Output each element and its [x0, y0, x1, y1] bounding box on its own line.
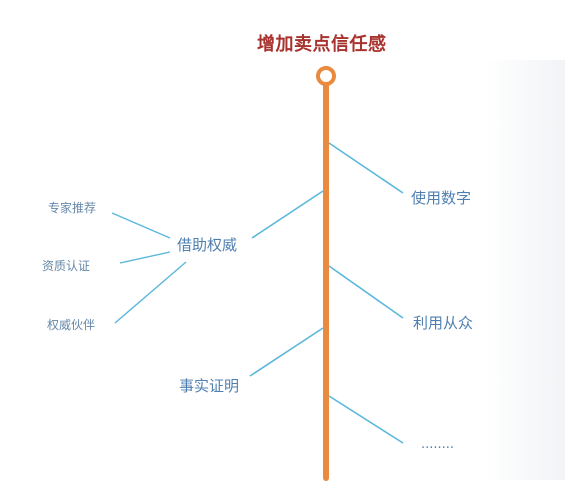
branch-line-herd [328, 265, 404, 319]
sub-label-qualification: 资质认证 [42, 259, 91, 273]
sub-label-partner: 权威伙伴 [47, 318, 96, 332]
branch-line-more [328, 395, 404, 444]
branch-line-use-numbers [328, 142, 404, 194]
diagram-title: 增加卖点信任感 [257, 34, 387, 55]
branch-label-authority: 借助权威 [177, 236, 238, 254]
branch-label-herd: 利用从众 [413, 314, 474, 332]
sub-line-expert [111, 212, 171, 239]
branch-line-authority [251, 190, 324, 239]
trunk-top-node [316, 66, 336, 86]
branch-line-facts [249, 327, 324, 377]
branch-label-more: ........ [421, 437, 455, 452]
right-edge-shade [485, 60, 565, 480]
branch-label-use-numbers: 使用数字 [411, 189, 472, 207]
sub-label-expert: 专家推荐 [48, 201, 97, 215]
sub-line-qualification [119, 251, 171, 264]
sub-line-partner [114, 261, 187, 324]
branch-label-facts: 事实证明 [179, 377, 240, 395]
